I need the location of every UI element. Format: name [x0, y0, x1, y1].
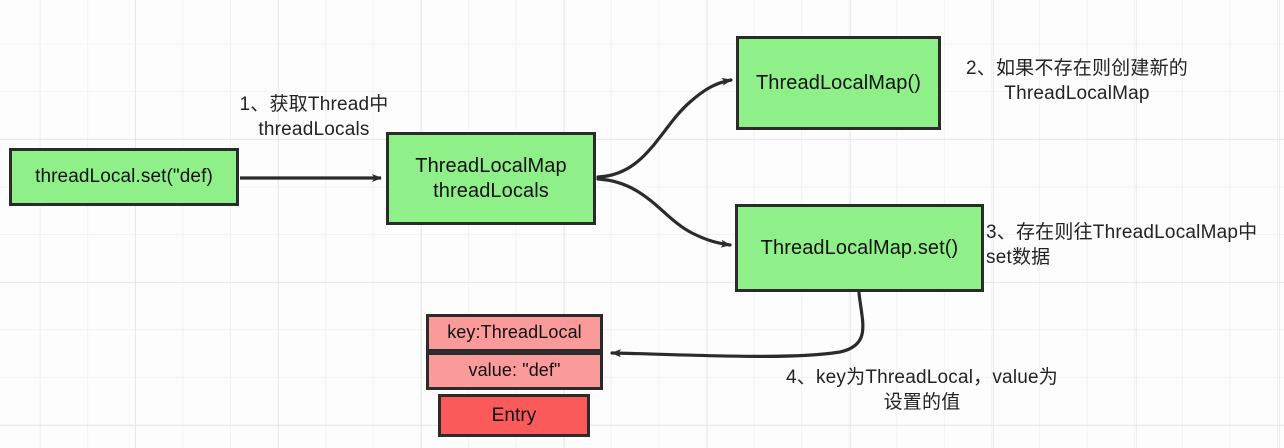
- arrow-threadlocals-to-map-set: [596, 177, 732, 248]
- node-threadlocalmap-threadlocals[interactable]: ThreadLocalMap threadLocals: [386, 132, 596, 225]
- arrow-map-set-to-entry: [610, 291, 865, 358]
- caption-step-3: 3、存在则往ThreadLocalMap中 set数据: [986, 222, 1258, 268]
- node-entry-label[interactable]: Entry: [438, 394, 590, 437]
- arrow-threadlocals-to-new-map: [596, 77, 733, 179]
- caption-step-2: 2、如果不存在则创建新的 ThreadLocalMap: [966, 58, 1188, 104]
- node-entry-value[interactable]: value: "def": [426, 352, 603, 390]
- caption-step-1: 1、获取Thread中 threadLocals: [239, 94, 389, 140]
- node-entry-key[interactable]: key:ThreadLocal: [426, 314, 603, 352]
- caption-step-4: 4、key为ThreadLocal，value为 设置的值: [786, 367, 1058, 413]
- node-threadlocalmap-constructor[interactable]: ThreadLocalMap(): [736, 36, 941, 130]
- node-threadlocal-set-call[interactable]: threadLocal.set("def): [9, 148, 239, 206]
- node-threadlocalmap-set[interactable]: ThreadLocalMap.set(): [735, 204, 984, 292]
